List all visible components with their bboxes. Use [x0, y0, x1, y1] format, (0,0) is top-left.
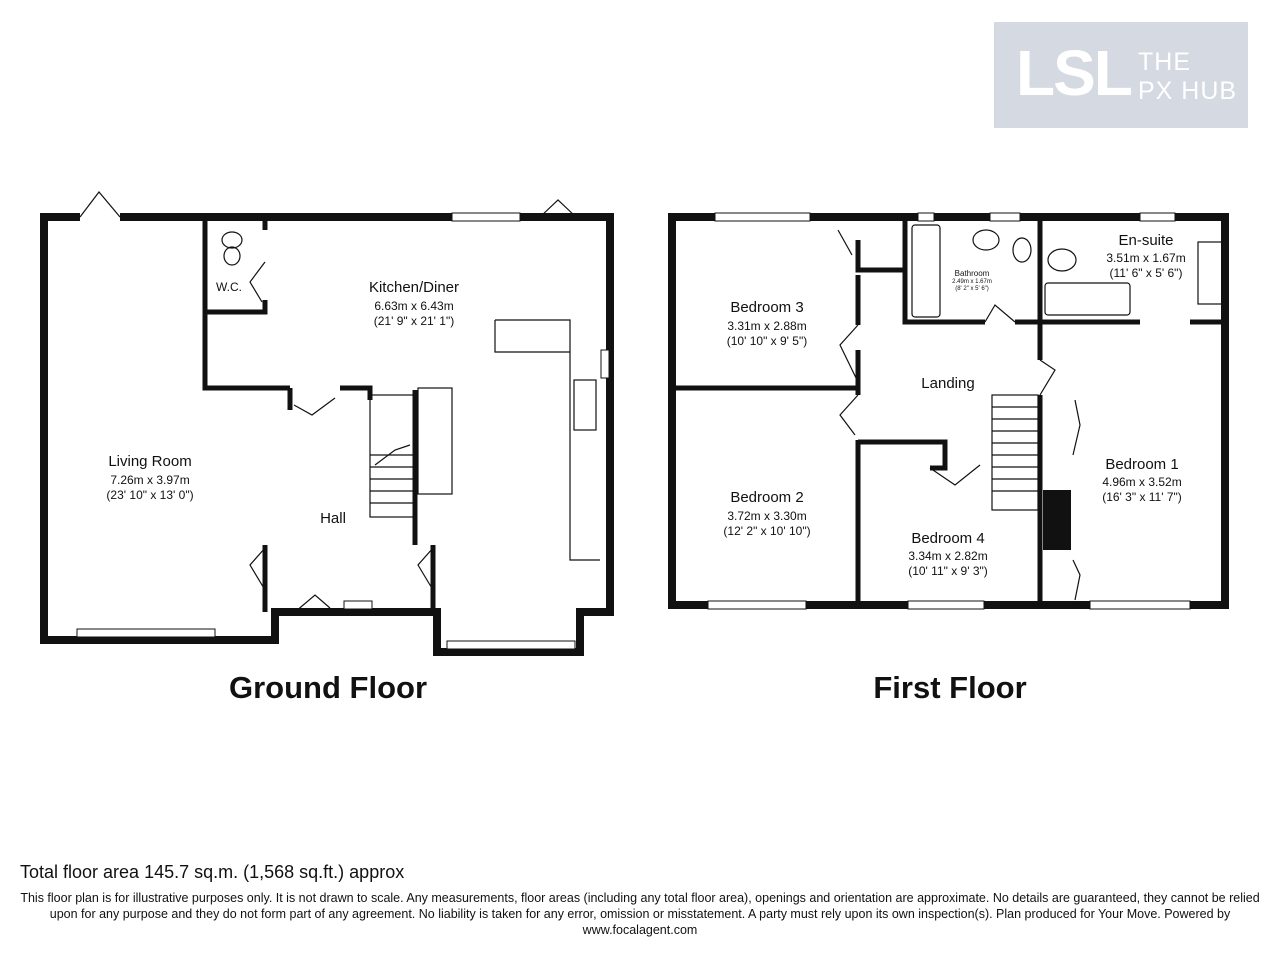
stair-treads — [370, 444, 415, 504]
window — [1139, 212, 1176, 222]
room-dimensions-metric: 3.72m x 3.30m — [727, 509, 806, 523]
room-label-bedroom-2: Bedroom 2 — [730, 489, 803, 506]
bath-icon — [1044, 282, 1131, 316]
window — [76, 628, 216, 638]
room-label-bedroom-1: Bedroom 1 — [1105, 456, 1178, 473]
cupboard — [417, 387, 453, 495]
window — [714, 212, 811, 222]
toilet-icon — [1012, 237, 1032, 263]
room-dimensions-imperial: (21' 9" x 21' 1") — [374, 314, 454, 328]
room-label-wc: W.C. — [216, 280, 242, 294]
room-dimensions-metric: 3.31m x 2.88m — [727, 319, 806, 333]
room-label-bedroom-4: Bedroom 4 — [911, 530, 984, 547]
logo-mark: LSL — [1016, 37, 1133, 109]
double-basin-icon — [1197, 241, 1223, 305]
toilet-icon — [1047, 248, 1077, 272]
staircase — [369, 394, 416, 518]
wc-wall — [205, 300, 268, 315]
room-dimensions-metric: 6.63m x 6.43m — [374, 299, 453, 313]
bath-icon — [911, 224, 941, 318]
window — [989, 212, 1021, 222]
window — [446, 640, 576, 650]
ground-outer-wall — [40, 213, 614, 656]
window — [1089, 600, 1191, 610]
toilet-icon — [221, 231, 243, 249]
room-label-bedroom-3: Bedroom 3 — [730, 299, 803, 316]
room-dimensions-metric: 3.51m x 1.67m — [1106, 251, 1185, 265]
room-label-kitchen-diner: Kitchen/Diner — [369, 279, 459, 296]
door — [539, 199, 577, 218]
hall-wall — [340, 385, 373, 400]
window — [707, 600, 807, 610]
window — [600, 349, 610, 379]
window — [907, 600, 985, 610]
internal-doors — [249, 261, 434, 613]
room-label-living-room: Living Room — [108, 453, 191, 470]
room-dimensions-metric: 2.49m x 1.67m — [952, 279, 992, 285]
sink-icon — [573, 379, 597, 431]
stair-treads — [992, 406, 1038, 492]
staircase — [991, 394, 1039, 511]
kitchen-counter — [494, 320, 570, 353]
bathroom-wall — [1015, 217, 1043, 325]
room-dimensions-imperial: (16' 3" x 11' 7") — [1102, 490, 1182, 504]
ground-floor-plan: Living Room 7.26m x 3.97m (23' 10" x 13'… — [40, 191, 614, 705]
total-floor-area: Total floor area 145.7 sq.m. (1,568 sq.f… — [20, 862, 405, 882]
internal-doors — [837, 229, 1081, 601]
logo-line-1: THE — [1138, 48, 1191, 76]
lsl-px-hub-logo: LSL THE PX HUB — [994, 22, 1248, 128]
room-dimensions-imperial: (12' 2" x 10' 10") — [723, 524, 810, 538]
living-room-wall — [202, 217, 290, 391]
room-label-landing: Landing — [921, 375, 974, 392]
room-label-hall: Hall — [320, 510, 346, 527]
window — [451, 212, 521, 222]
window — [343, 600, 373, 610]
room-dimensions-imperial: (10' 10" x 9' 5") — [727, 334, 807, 348]
first-floor-title: First Floor — [873, 670, 1026, 705]
room-dimensions-metric: 3.34m x 2.82m — [908, 549, 987, 563]
room-dimensions-metric: 4.96m x 3.52m — [1102, 475, 1181, 489]
kitchen-counter — [495, 319, 600, 561]
room-dimensions-imperial: (11' 6" x 5' 6") — [1110, 266, 1183, 280]
room-dimensions-imperial: (23' 10" x 13' 0") — [106, 488, 193, 502]
room-dimensions-imperial: (10' 11" x 9' 3") — [908, 564, 988, 578]
room-label-en-suite: En-suite — [1118, 232, 1173, 249]
chimney-breast — [1043, 490, 1071, 550]
french-door — [79, 191, 121, 218]
window — [917, 212, 935, 222]
disclaimer: This floor plan is for illustrative purp… — [20, 891, 1260, 937]
logo-line-2: PX HUB — [1138, 77, 1238, 105]
basin-icon — [972, 229, 1000, 251]
basin-icon — [223, 246, 241, 266]
first-floor-plan: Bedroom 3 3.31m x 2.88m (10' 10" x 9' 5"… — [668, 212, 1229, 705]
room-dimensions-metric: 7.26m x 3.97m — [110, 473, 189, 487]
room-label-bathroom: Bathroom — [955, 269, 990, 278]
ground-floor-title: Ground Floor — [229, 670, 427, 705]
room-dimensions-imperial: (8' 2" x 5' 6") — [955, 286, 989, 292]
bedroom-4-wall — [858, 439, 948, 471]
